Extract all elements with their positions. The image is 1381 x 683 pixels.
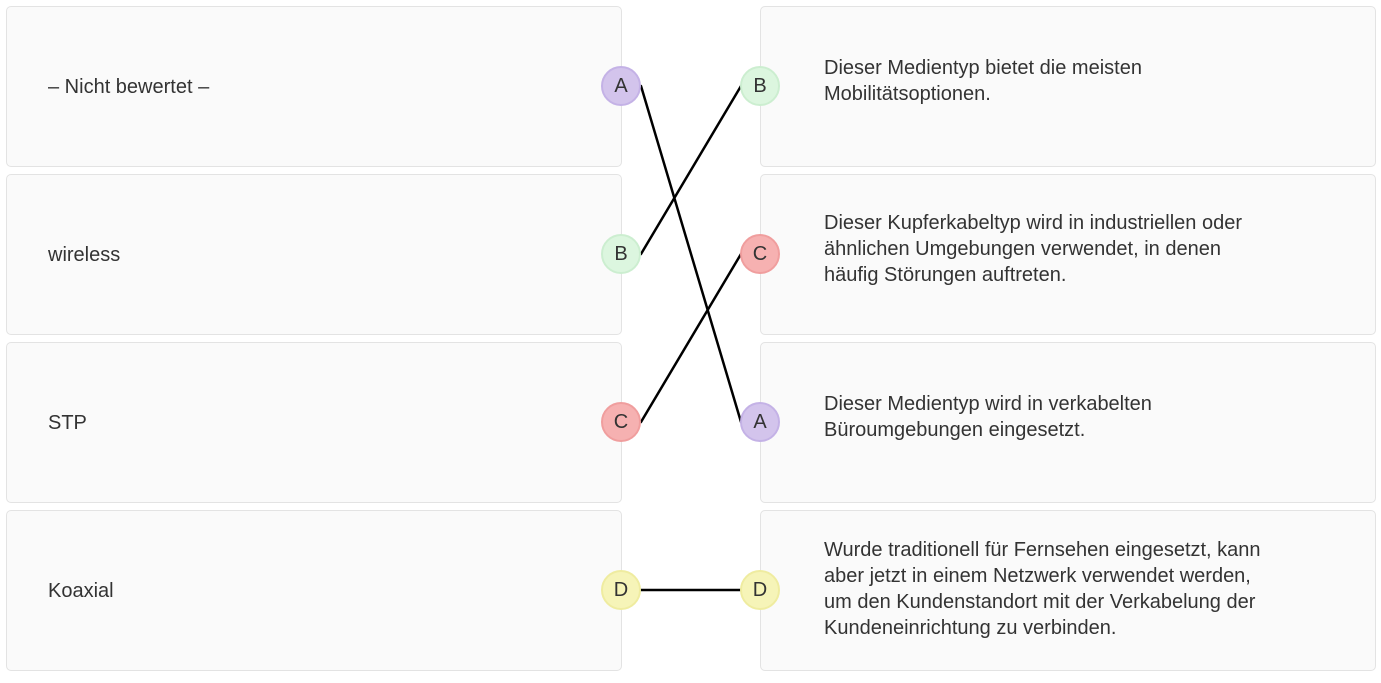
description-line: Wurde traditionell für Fernsehen eingese…	[824, 538, 1261, 561]
left-item-card: STP	[6, 342, 622, 503]
description-line: ähnlichen Umgebungen verwendet, in denen	[824, 237, 1221, 260]
left-connector-c[interactable]: C	[601, 402, 641, 442]
right-item-description: Wurde traditionell für Fernsehen eingese…	[824, 509, 1335, 668]
right-item-description: Dieser Medientyp bietet die meisten Mobi…	[824, 1, 1335, 160]
right-connector-b[interactable]: B	[740, 66, 780, 106]
connection-line-a	[639, 84, 743, 424]
description-line: Dieser Medientyp wird in verkabelten	[824, 392, 1152, 415]
left-connector-d[interactable]: D	[601, 570, 641, 610]
right-connector-d[interactable]: D	[740, 570, 780, 610]
right-item-card: Dieser Medientyp bietet die meisten Mobi…	[760, 6, 1376, 167]
left-connector-a[interactable]: A	[601, 66, 641, 106]
description-line: Kundeneinrichtung zu verbinden.	[824, 616, 1117, 639]
right-item-card: Wurde traditionell für Fernsehen eingese…	[760, 510, 1376, 671]
left-connector-b[interactable]: B	[601, 234, 641, 274]
left-item-card: Koaxial	[6, 510, 622, 671]
description-line: häufig Störungen auftreten.	[824, 263, 1067, 286]
right-item-card: Dieser Kupferkabeltyp wird in industriel…	[760, 174, 1376, 335]
left-item-label: – Nicht bewertet –	[48, 75, 210, 98]
description-line: Büroumgebungen eingesetzt.	[824, 418, 1086, 441]
description-line: Dieser Medientyp bietet die meisten	[824, 56, 1142, 79]
right-connector-c[interactable]: C	[740, 234, 780, 274]
left-item-card: wireless	[6, 174, 622, 335]
description-line: Dieser Kupferkabeltyp wird in industriel…	[824, 211, 1242, 234]
right-item-description: Dieser Medientyp wird in verkabelten Bür…	[824, 337, 1335, 496]
left-item-label: wireless	[48, 243, 121, 266]
description-line: aber jetzt in einem Netzwerk verwendet w…	[824, 564, 1251, 587]
connection-line-c	[639, 252, 743, 424]
left-item-card: – Nicht bewertet –	[6, 6, 622, 167]
description-line: Mobilitätsoptionen.	[824, 82, 991, 105]
description-line: um den Kundenstandort mit der Verkabelun…	[824, 590, 1256, 613]
left-item-label: Koaxial	[48, 579, 114, 602]
right-item-card: Dieser Medientyp wird in verkabelten Bür…	[760, 342, 1376, 503]
connection-line-b	[639, 84, 743, 256]
left-item-label: STP	[48, 411, 87, 434]
right-connector-a[interactable]: A	[740, 402, 780, 442]
right-item-description: Dieser Kupferkabeltyp wird in industriel…	[824, 169, 1335, 328]
